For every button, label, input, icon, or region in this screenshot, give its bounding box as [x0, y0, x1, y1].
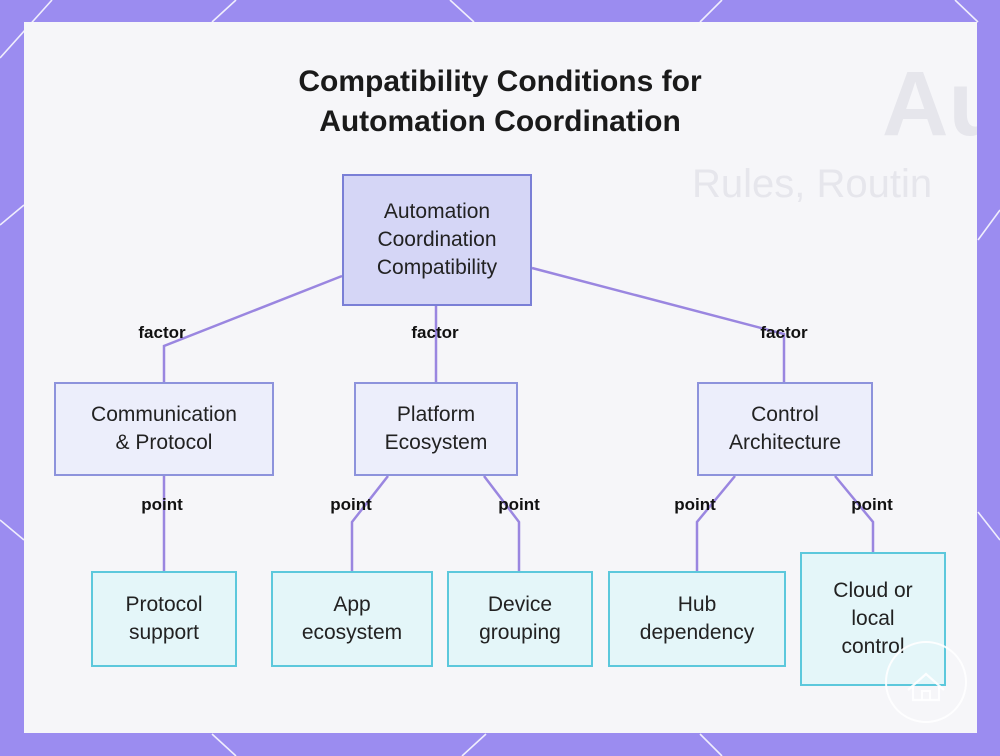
- edge-control-to-hub: [695, 475, 736, 571]
- edge-platform-to-device: [483, 475, 521, 571]
- node-hub: Hub dependency: [608, 571, 786, 667]
- edge-control-to-cloud: [834, 475, 875, 552]
- node-control-line-1: Control: [751, 403, 819, 426]
- node-comm-line-1: Communication: [91, 403, 237, 426]
- node-app: App ecosystem: [271, 571, 433, 667]
- node-protocol-line-1: Protocol: [125, 593, 203, 616]
- edge-label-point-device: point: [498, 495, 540, 514]
- diagram-title: Compatibility Conditions for Automation …: [0, 62, 1000, 142]
- node-device-line-1: Device: [487, 593, 553, 616]
- node-device-line-2: grouping: [479, 621, 561, 644]
- edge-platform-to-app: [350, 475, 389, 571]
- node-app-line-2: ecosystem: [301, 621, 403, 644]
- node-hub-line-1: Hub: [677, 593, 717, 616]
- node-cloud-line-3: control: [841, 635, 905, 658]
- node-platform-line-1: Platform: [396, 403, 476, 426]
- edge-root-to-comm: [162, 274, 343, 382]
- edge-label-point-cloud: point: [851, 495, 893, 514]
- background-ghost-heading: Au: [882, 53, 977, 155]
- edge-label-factor-comm: factor: [138, 323, 186, 342]
- node-app-line-1: App: [333, 593, 371, 616]
- node-comm-line-2: & Protocol: [115, 431, 213, 454]
- title-line-1: Compatibility Conditions for: [298, 65, 702, 98]
- edge-label-point-protocol: point: [141, 495, 183, 514]
- node-hub-line-2: dependency: [639, 621, 755, 644]
- node-platform-line-2: Ecosystem: [384, 431, 488, 454]
- node-protocol-line-2: support: [128, 621, 200, 644]
- edge-label-point-app: point: [330, 495, 372, 514]
- node-cloud-line-1: Cloud or: [833, 579, 913, 602]
- edge-label-point-hub: point: [674, 495, 716, 514]
- edge-root-to-control: [531, 266, 786, 382]
- title-line-2: Automation Coordination: [319, 105, 681, 138]
- background-ghost-subheading: Rules, Routin: [692, 162, 933, 206]
- edge-label-factor-platform: factor: [411, 323, 459, 342]
- node-protocol: Protocol support: [91, 571, 237, 667]
- node-cloud: Cloud or local control: [800, 552, 946, 686]
- node-cloud-line-2: local: [851, 607, 895, 630]
- node-root-line-2: Coordination: [377, 228, 497, 251]
- edge-label-factor-control: factor: [760, 323, 808, 342]
- node-device: Device grouping: [447, 571, 593, 667]
- node-root-line-1: Automation: [383, 200, 491, 223]
- node-root-line-3: Compatibility: [376, 256, 498, 279]
- node-control-line-2: Architecture: [728, 431, 842, 454]
- node-comm: Communication & Protocol: [54, 382, 274, 476]
- home-logo-icon: [885, 641, 967, 723]
